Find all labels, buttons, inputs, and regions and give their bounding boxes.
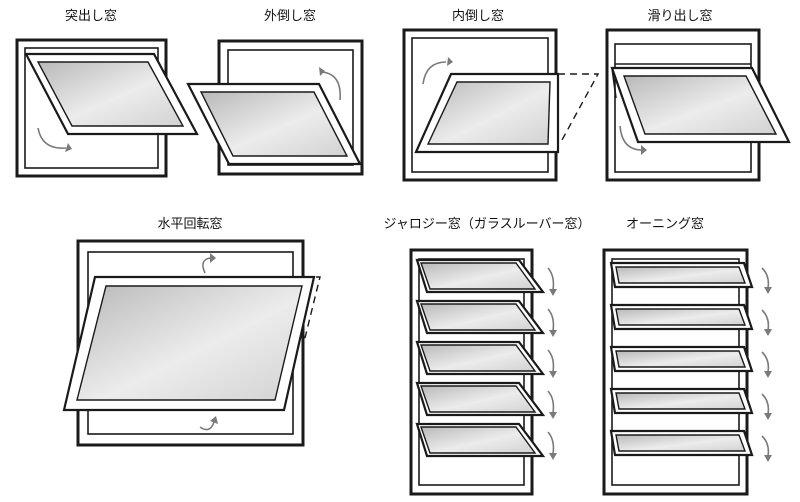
curved-arrow-icon xyxy=(547,267,555,291)
arrowhead-icon xyxy=(549,289,557,296)
suihei-kaiten-window-illustration xyxy=(62,239,321,447)
arrowhead-icon xyxy=(549,453,557,460)
louver-glass xyxy=(420,303,537,331)
tsukidashi-window-illustration xyxy=(15,38,199,178)
louver-slats xyxy=(415,258,546,458)
awning-sashes xyxy=(609,261,754,457)
jalousie-window-illustration xyxy=(409,248,557,496)
label-suberidashi-window: 滑り出し窓 xyxy=(647,9,713,24)
awning-glass xyxy=(615,392,747,410)
louver-glass xyxy=(420,344,537,372)
curved-arrow-icon xyxy=(547,349,555,373)
uchidaoshi-window-illustration xyxy=(402,28,600,182)
label-suihei-kaiten-window: 水平回転窓 xyxy=(157,217,223,232)
awning-glass xyxy=(615,434,747,452)
label-tsukidashi-window: 突出し窓 xyxy=(64,9,118,24)
arrowhead-icon xyxy=(549,412,557,419)
curved-arrow-icon xyxy=(761,351,770,373)
awning-glass xyxy=(615,350,747,368)
louver-arrows xyxy=(547,267,557,460)
slide-arm-line xyxy=(611,67,617,99)
curved-arrow-icon xyxy=(202,257,211,274)
arrowhead-icon xyxy=(210,416,218,424)
dashed-pivot-line xyxy=(303,276,321,343)
window-glass xyxy=(76,285,303,401)
label-jalousie-window: ジャロジー窓（ガラスルーバー窓） xyxy=(383,217,591,232)
window-glass xyxy=(199,91,349,157)
curved-arrow-icon xyxy=(547,390,555,414)
arrowhead-icon xyxy=(549,371,557,378)
label-sotodaoshi-window: 外倒し窓 xyxy=(263,9,317,24)
curved-arrow-icon xyxy=(199,421,215,431)
arrowhead-icon xyxy=(65,143,72,152)
suberidashi-window-illustration xyxy=(605,28,791,182)
curved-arrow-icon xyxy=(761,309,770,331)
louver-glass xyxy=(420,426,537,454)
curved-arrow-icon xyxy=(761,393,770,415)
arrowhead-icon xyxy=(210,253,216,263)
awning-glass xyxy=(615,266,747,284)
label-awning-window: オーニング窓 xyxy=(625,217,705,232)
label-uchidaoshi-window: 内倒し窓 xyxy=(451,9,505,24)
curved-arrow-icon xyxy=(422,61,447,85)
awning-glass xyxy=(615,308,747,326)
window-glass xyxy=(623,75,778,135)
curved-arrow-icon xyxy=(761,435,770,457)
curved-arrow-icon xyxy=(547,308,555,332)
curved-arrow-icon xyxy=(761,267,770,289)
arrowhead-icon xyxy=(764,329,772,336)
curved-arrow-icon xyxy=(321,71,341,101)
arrowhead-icon xyxy=(764,455,772,462)
window-glass xyxy=(36,61,185,127)
awning-window-illustration xyxy=(602,248,772,496)
awning-arrows xyxy=(761,267,772,462)
curved-arrow-icon xyxy=(37,127,67,149)
arrowhead-icon xyxy=(764,371,772,378)
dashed-swing-line xyxy=(558,73,600,141)
louver-glass xyxy=(420,262,537,290)
window-glass xyxy=(426,81,551,145)
curved-arrow-icon xyxy=(547,431,555,455)
curved-arrow-icon xyxy=(619,125,643,151)
arrowhead-icon xyxy=(319,67,325,76)
arrowhead-icon xyxy=(447,57,453,66)
arrowhead-icon xyxy=(764,287,772,294)
arrowhead-icon xyxy=(549,330,557,337)
arrowhead-icon xyxy=(764,413,772,420)
sotodaoshi-window-illustration xyxy=(186,39,364,176)
louver-glass xyxy=(420,385,537,413)
arrowhead-icon xyxy=(641,145,647,155)
